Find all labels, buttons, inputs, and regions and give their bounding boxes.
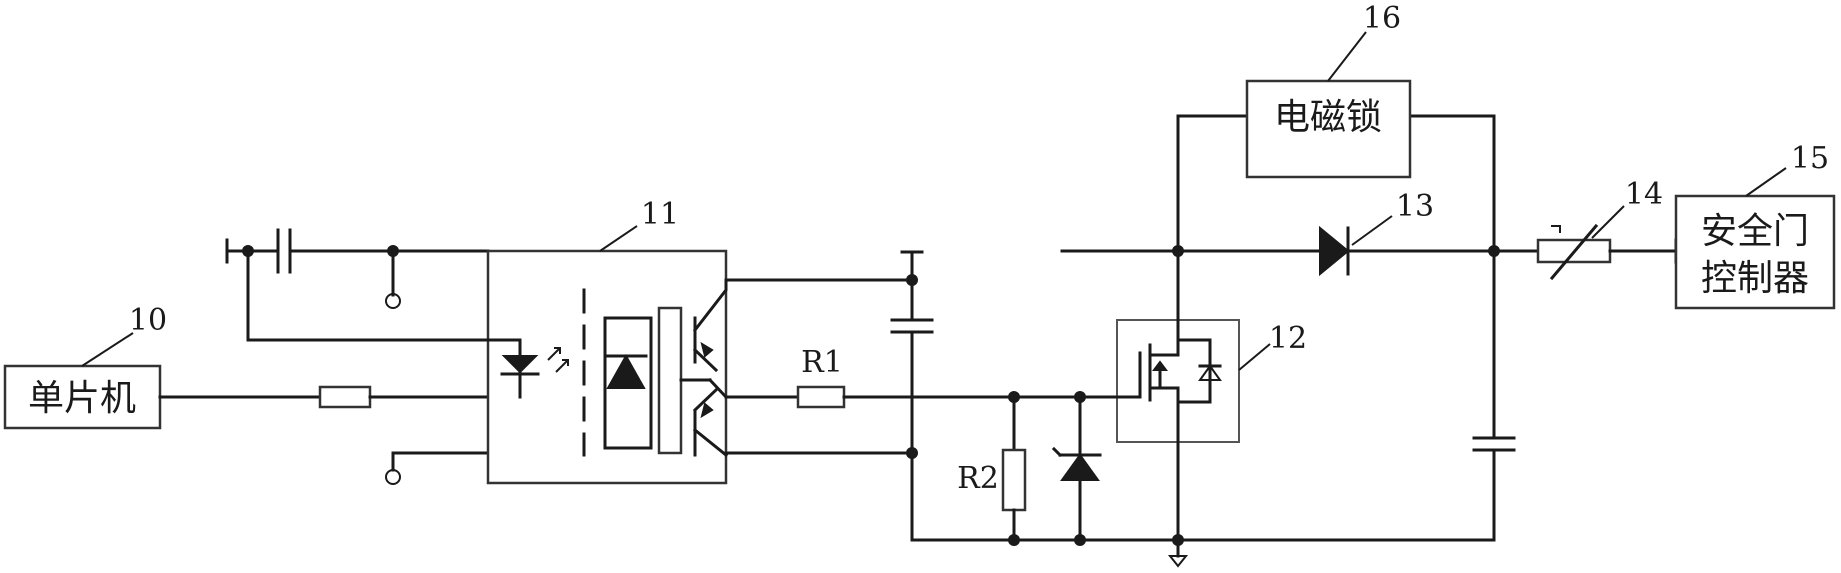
controller-label-line1: 安全门 bbox=[1701, 211, 1809, 252]
lock-number: 16 bbox=[1363, 1, 1401, 36]
lock-label: 电磁锁 bbox=[1274, 97, 1382, 138]
resistor-r2 bbox=[1001, 448, 1027, 512]
controller-number: 15 bbox=[1791, 141, 1829, 176]
photodiode-frame bbox=[603, 316, 653, 450]
gate-network bbox=[1001, 391, 1102, 542]
mcu-label: 单片机 bbox=[28, 378, 136, 419]
lock-leader-line bbox=[1327, 31, 1367, 82]
mcu-block: 单片机 bbox=[3, 364, 162, 430]
mcu-number: 10 bbox=[129, 303, 167, 338]
output-capacitor bbox=[1472, 249, 1516, 542]
optocoupler-block bbox=[486, 249, 729, 485]
optocoupler-leader-line bbox=[599, 225, 638, 252]
controller-leader-line bbox=[1745, 167, 1787, 197]
ground-rail bbox=[910, 534, 1496, 568]
diode-leader-line bbox=[1351, 215, 1393, 246]
supply-network bbox=[225, 228, 490, 485]
ground-terminal-top bbox=[385, 293, 401, 309]
photodiode-triangle bbox=[606, 353, 646, 389]
input-resistor bbox=[318, 385, 372, 409]
diode-13 bbox=[1319, 225, 1350, 277]
mosfet-block bbox=[1083, 319, 1240, 443]
mosfet-number: 12 bbox=[1269, 321, 1307, 356]
ground-terminal-bottom bbox=[385, 469, 401, 485]
mosfet-leader-line bbox=[1238, 343, 1271, 371]
led-triangle bbox=[501, 355, 539, 374]
body-diode bbox=[1198, 364, 1222, 381]
resistor-r1 bbox=[796, 385, 846, 409]
r2-label: R2 bbox=[957, 461, 999, 496]
thermistor-leader-line bbox=[1591, 205, 1625, 239]
diode-rail bbox=[1060, 225, 1540, 277]
diode-number: 13 bbox=[1396, 189, 1434, 224]
thermistor-14 bbox=[1536, 223, 1678, 281]
mcu-leader-line bbox=[81, 332, 134, 367]
electromagnetic-lock-block: 电磁锁 bbox=[1245, 79, 1412, 179]
zener-diode bbox=[1060, 453, 1100, 481]
ground-symbol bbox=[1167, 555, 1189, 568]
r1-label: R1 bbox=[801, 345, 843, 380]
thermistor-number: 14 bbox=[1625, 177, 1663, 212]
light-arrow bbox=[547, 347, 561, 361]
mcu-signal-line bbox=[158, 385, 522, 409]
optocoupler-number: 11 bbox=[641, 197, 679, 232]
optocoupler-outputs bbox=[724, 250, 1087, 542]
driver-stack bbox=[657, 306, 683, 455]
controller-label-line2: 控制器 bbox=[1701, 258, 1809, 299]
safety-door-controller-block: 安全门 控制器 bbox=[1674, 194, 1836, 310]
lock-loop bbox=[1176, 114, 1496, 253]
